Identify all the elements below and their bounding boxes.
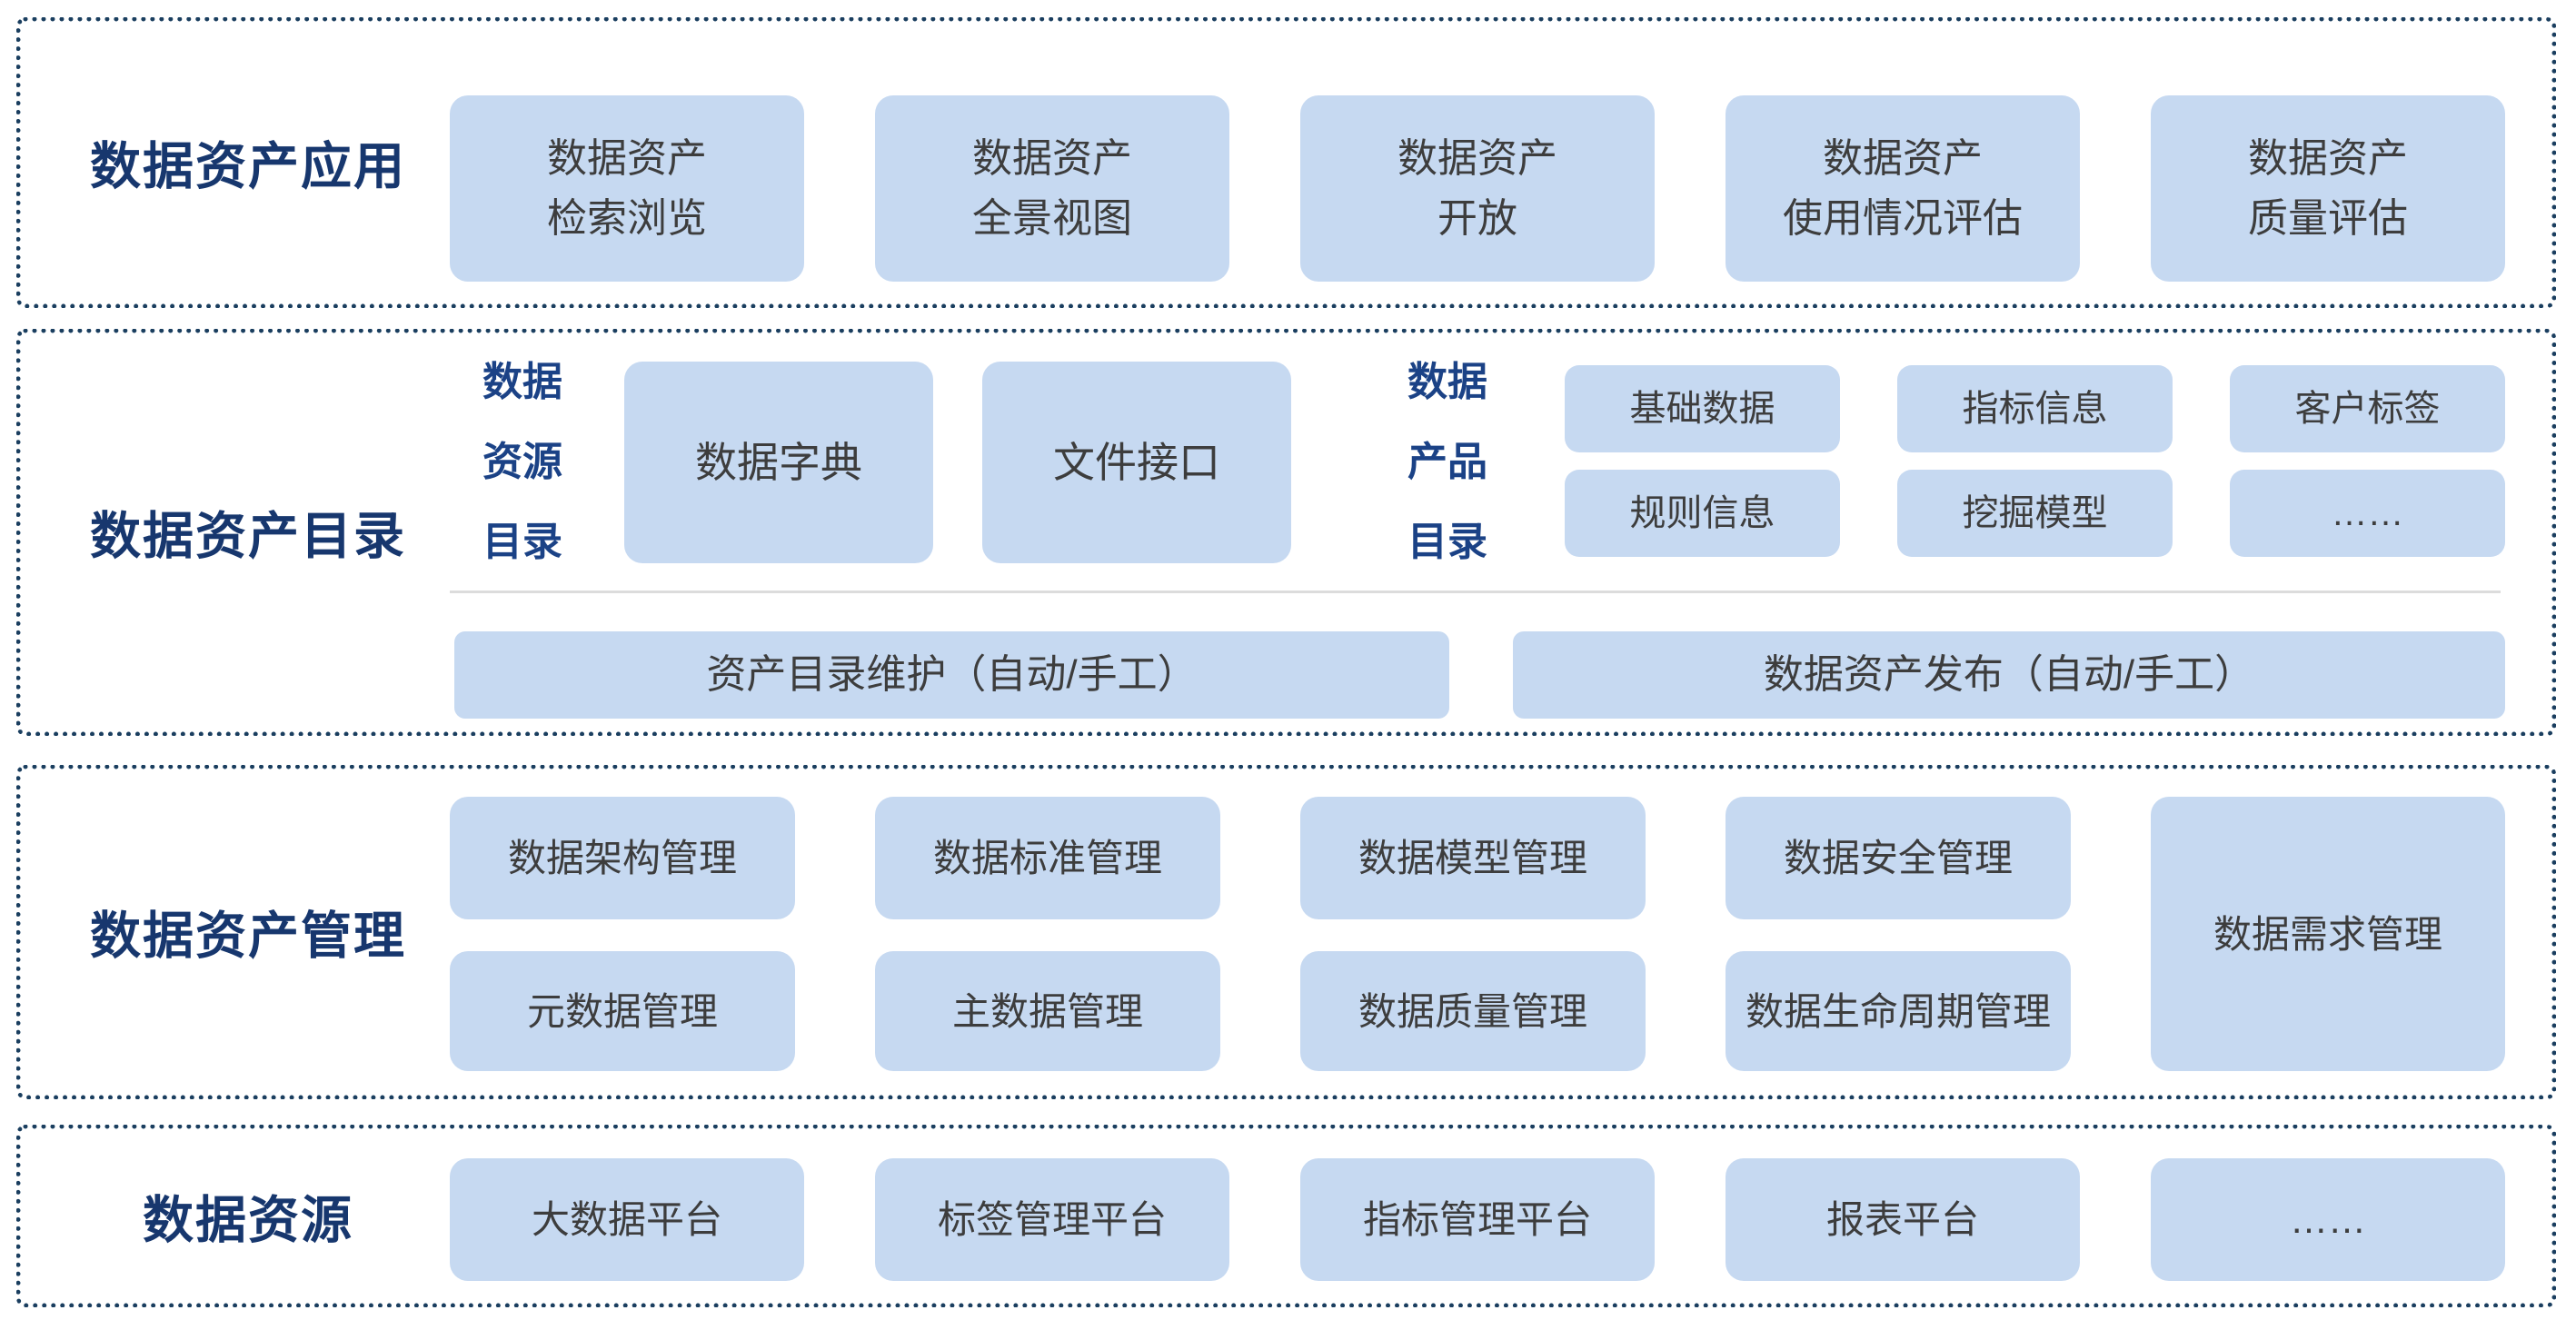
label-data-resource-catalog: 数据 资源 目录 — [482, 360, 562, 564]
box-big-data-platform: 大数据平台 — [450, 1158, 804, 1281]
band-data-asset-management: 数据资产管理 数据架构管理 数据标准管理 数据模型管理 数据安全管理 元数据管理… — [16, 765, 2556, 1099]
box-customer-tags: 客户标签 — [2230, 365, 2505, 452]
box-asset-opening: 数据资产 开放 — [1300, 95, 1655, 282]
band-title-applications: 数据资产应用 — [90, 137, 406, 195]
bar-catalog-maintenance: 资产目录维护（自动/手工） — [454, 631, 1449, 719]
box-data-security-mgmt: 数据安全管理 — [1726, 797, 2071, 919]
box-data-model-mgmt: 数据模型管理 — [1300, 797, 1646, 919]
box-data-architecture-mgmt: 数据架构管理 — [450, 797, 795, 919]
box-asset-quality-evaluation: 数据资产 质量评估 — [2151, 95, 2505, 282]
band-title-catalog: 数据资产目录 — [90, 507, 406, 565]
box-ellipsis-products: …… — [2230, 470, 2505, 557]
label-data-product-catalog: 数据 产品 目录 — [1407, 360, 1487, 564]
band-title-resources: 数据资源 — [143, 1191, 353, 1248]
box-asset-panorama-view: 数据资产 全景视图 — [875, 95, 1229, 282]
box-basic-data: 基础数据 — [1565, 365, 1840, 452]
band-title-management: 数据资产管理 — [90, 907, 406, 965]
box-tag-mgmt-platform: 标签管理平台 — [875, 1158, 1229, 1281]
box-data-demand-mgmt: 数据需求管理 — [2151, 797, 2505, 1071]
box-metadata-mgmt: 元数据管理 — [450, 951, 795, 1071]
box-mining-model: 挖掘模型 — [1897, 470, 2173, 557]
box-master-data-mgmt: 主数据管理 — [875, 951, 1220, 1071]
box-data-quality-mgmt: 数据质量管理 — [1300, 951, 1646, 1071]
catalog-divider — [450, 591, 2501, 593]
box-data-lifecycle-mgmt: 数据生命周期管理 — [1726, 951, 2071, 1071]
box-indicator-mgmt-platform: 指标管理平台 — [1300, 1158, 1655, 1281]
box-ellipsis-platforms: …… — [2151, 1158, 2505, 1281]
box-rule-info: 规则信息 — [1565, 470, 1840, 557]
box-indicator-info: 指标信息 — [1897, 365, 2173, 452]
box-data-standard-mgmt: 数据标准管理 — [875, 797, 1220, 919]
box-data-dictionary: 数据字典 — [624, 362, 933, 563]
box-file-interface: 文件接口 — [982, 362, 1291, 563]
bar-asset-publish: 数据资产发布（自动/手工） — [1513, 631, 2505, 719]
band-data-asset-applications: 数据资产应用 数据资产 检索浏览 数据资产 全景视图 数据资产 开放 数据资产 … — [16, 17, 2556, 308]
band-data-asset-catalog: 数据资产目录 数据 资源 目录 数据字典 文件接口 数据 产品 目录 基础数据 … — [16, 329, 2556, 736]
box-report-platform: 报表平台 — [1726, 1158, 2080, 1281]
box-asset-search-browse: 数据资产 检索浏览 — [450, 95, 804, 282]
band-data-resources: 数据资源 大数据平台 标签管理平台 指标管理平台 报表平台 …… — [16, 1125, 2556, 1307]
box-asset-usage-evaluation: 数据资产 使用情况评估 — [1726, 95, 2080, 282]
